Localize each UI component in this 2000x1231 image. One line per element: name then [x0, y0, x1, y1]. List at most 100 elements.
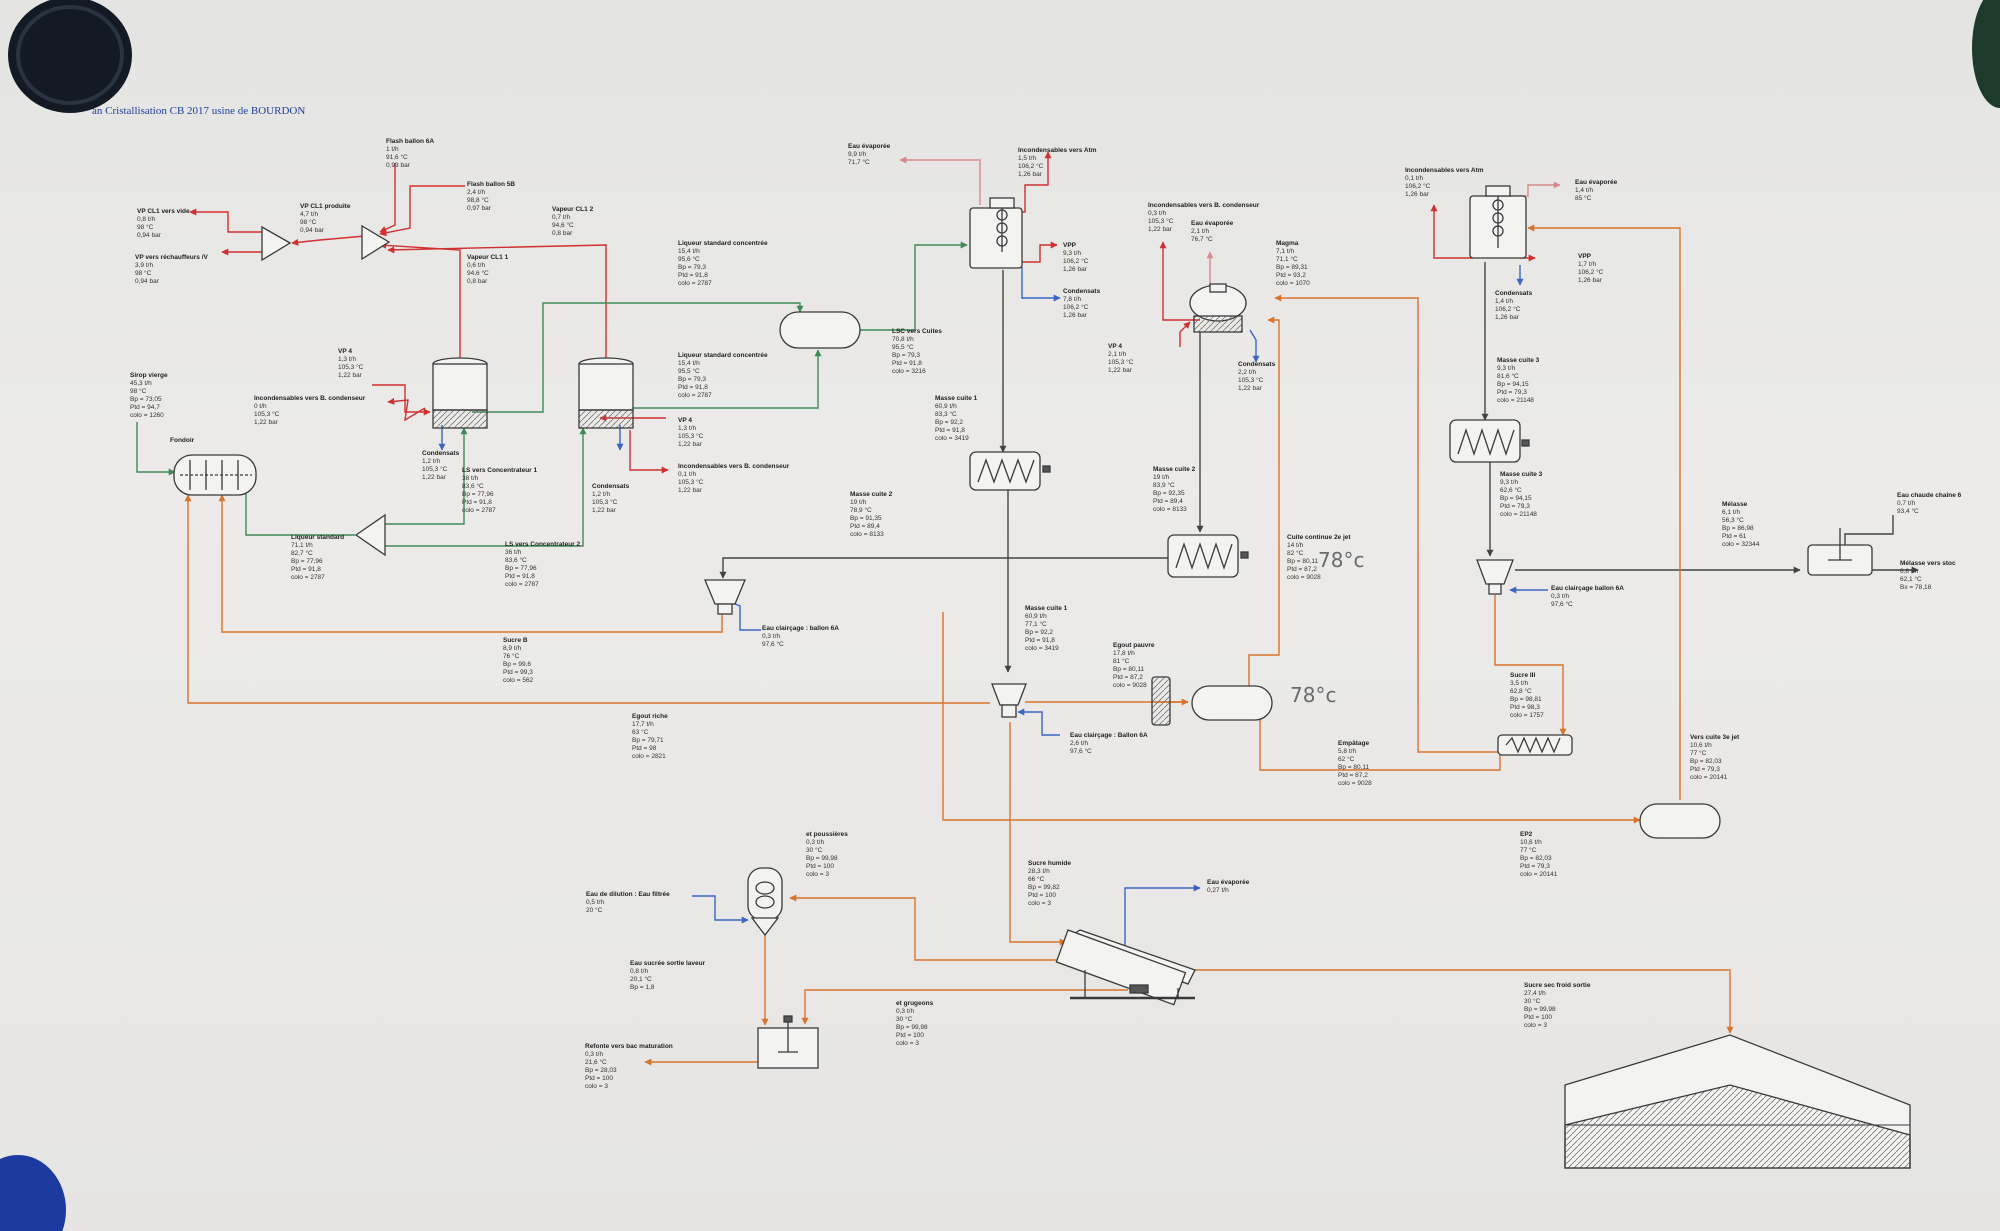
- stream-value: 83,6 °C: [505, 556, 527, 564]
- cond-pipe-4: [1249, 329, 1260, 363]
- stream-value: 106,2 °C: [1018, 162, 1044, 170]
- stream-value: 30 °C: [806, 846, 823, 854]
- stream-value: 30 °C: [896, 1015, 913, 1023]
- laveur-vessel: [747, 867, 783, 937]
- concentrator-2: [578, 357, 634, 429]
- stream-name: Sucre sec froid sortie: [1524, 982, 1591, 989]
- stream-value: 98 °C: [130, 387, 147, 395]
- stream-value: 1,22 bar: [592, 507, 617, 514]
- green-pipe-ls2: [384, 427, 587, 547]
- stream-value: Bp = 92,2: [935, 419, 963, 426]
- stream-value: 27,4 t/h: [1524, 990, 1546, 997]
- stream-value: colo = 2821: [632, 753, 666, 760]
- stream-value: Ptd = 100: [585, 1075, 613, 1082]
- vacuum-pan-3: [1469, 185, 1527, 259]
- stream-value: colo = 3: [1028, 900, 1051, 907]
- steam-pipe-vapeur-cl1-1: [379, 241, 461, 358]
- stream-value: colo = 21148: [1497, 397, 1534, 404]
- stream-value: 81,6 °C: [1497, 372, 1519, 380]
- stream-value: 19 t/h: [1153, 474, 1170, 481]
- evap-pipe-top: [899, 156, 981, 205]
- stream-value: Ptd = 91,8: [678, 384, 708, 391]
- stream-value: Ptd = 98,3: [1510, 704, 1540, 711]
- stream-value: 5,8 t/h: [1338, 748, 1356, 755]
- stream-value: Ptd = 93,2: [1276, 272, 1306, 279]
- stream-value: 0,8 t/h: [630, 968, 648, 975]
- stream-value: Bp = 82,03: [1520, 855, 1552, 862]
- stream-value: colo = 3419: [935, 435, 969, 442]
- stream-value: Ptd = 87,2: [1338, 772, 1368, 779]
- stream-value: colo = 32344: [1722, 541, 1760, 548]
- stream-value: colo = 3: [806, 871, 829, 878]
- stream-value: Ptd = 91,8: [1025, 637, 1055, 644]
- stream-name: VP 4: [1108, 343, 1122, 350]
- stream-name: VP vers réchauffeurs /V: [135, 254, 209, 261]
- stream-value: 3,5 t/h: [1510, 680, 1528, 687]
- orange-pipe-empatage: [1259, 715, 1504, 771]
- stream-name: et grugeons: [896, 1000, 934, 1007]
- stream-name: Eau évaporée: [1575, 179, 1618, 186]
- stream-name: Sucre III: [1510, 672, 1535, 679]
- stream-value: 105,3 °C: [338, 363, 364, 371]
- stream-name: Liqueur standard concentrée: [678, 352, 768, 359]
- stream-value: colo = 8133: [850, 531, 884, 538]
- stream-value: 93,4 °C: [1897, 507, 1919, 515]
- stream-value: 6,8 t/h: [1900, 568, 1918, 575]
- stream-value: Bp = 92,2: [1025, 629, 1053, 636]
- orange-pipe-sucreb: [218, 494, 723, 633]
- stream-value: 19 t/h: [850, 499, 867, 506]
- stream-value: 20,1 °C: [630, 975, 652, 983]
- stream-value: 17,8 t/h: [1113, 650, 1135, 657]
- stream-value: Bp = 89,31: [1276, 264, 1308, 271]
- stream-value: colo = 2787: [462, 507, 496, 514]
- stream-name: LS vers Concentrateur 1: [462, 467, 538, 474]
- stream-name: Refonte vers bac maturation: [585, 1043, 673, 1050]
- stream-value: 56,3 °C: [1722, 516, 1744, 524]
- stream-value: 2,2 t/h: [1238, 369, 1256, 376]
- stream-value: Bp = 94,15: [1500, 495, 1532, 502]
- stream-value: Ptd = 100: [1028, 892, 1056, 899]
- stream-value: 83,9 °C: [1153, 481, 1175, 489]
- stream-value: 1,5 t/h: [1018, 155, 1036, 162]
- stream-name: Flash ballon 6A: [386, 138, 434, 145]
- splitter-vp2-icon: [361, 224, 391, 261]
- steam-pipe-flash5b: [379, 185, 465, 237]
- stream-value: 3,9 t/h: [135, 262, 153, 269]
- stream-value: Bp = 99,82: [1028, 884, 1060, 891]
- stream-value: Bp = 99,98: [896, 1024, 928, 1031]
- stream-value: colo = 1260: [130, 412, 164, 419]
- stream-value: 95,5 °C: [892, 343, 914, 351]
- green-pipe-conc2: [600, 349, 822, 409]
- orange-pipe-sucre3: [1494, 595, 1567, 736]
- stream-value: Ptd = 91,8: [462, 499, 492, 506]
- stream-value: 0,8 t/h: [137, 216, 155, 223]
- stream-value: 105,3 °C: [678, 432, 704, 440]
- sugar-silo: [1564, 1034, 1911, 1169]
- stream-value: Bp = 82,03: [1690, 758, 1722, 765]
- green-pipe-conc1: [472, 302, 804, 413]
- stream-value: 9,3 t/h: [1063, 250, 1081, 257]
- stream-value: Bp = 99,98: [806, 855, 838, 862]
- stream-value: 1,26 bar: [1578, 277, 1603, 284]
- stream-name: VP CL1 vers vide: [137, 208, 190, 215]
- centrifuge-right: [1476, 559, 1514, 595]
- stream-value: 85 °C: [1575, 194, 1592, 202]
- stream-value: colo = 21148: [1500, 511, 1537, 518]
- stream-value: 77 °C: [1520, 846, 1537, 854]
- stream-name: Eau sucrée sortie laveur: [630, 960, 706, 967]
- handwritten-temp-2: 78°c: [1290, 683, 1336, 707]
- stream-value: 0,3 t/h: [896, 1008, 914, 1015]
